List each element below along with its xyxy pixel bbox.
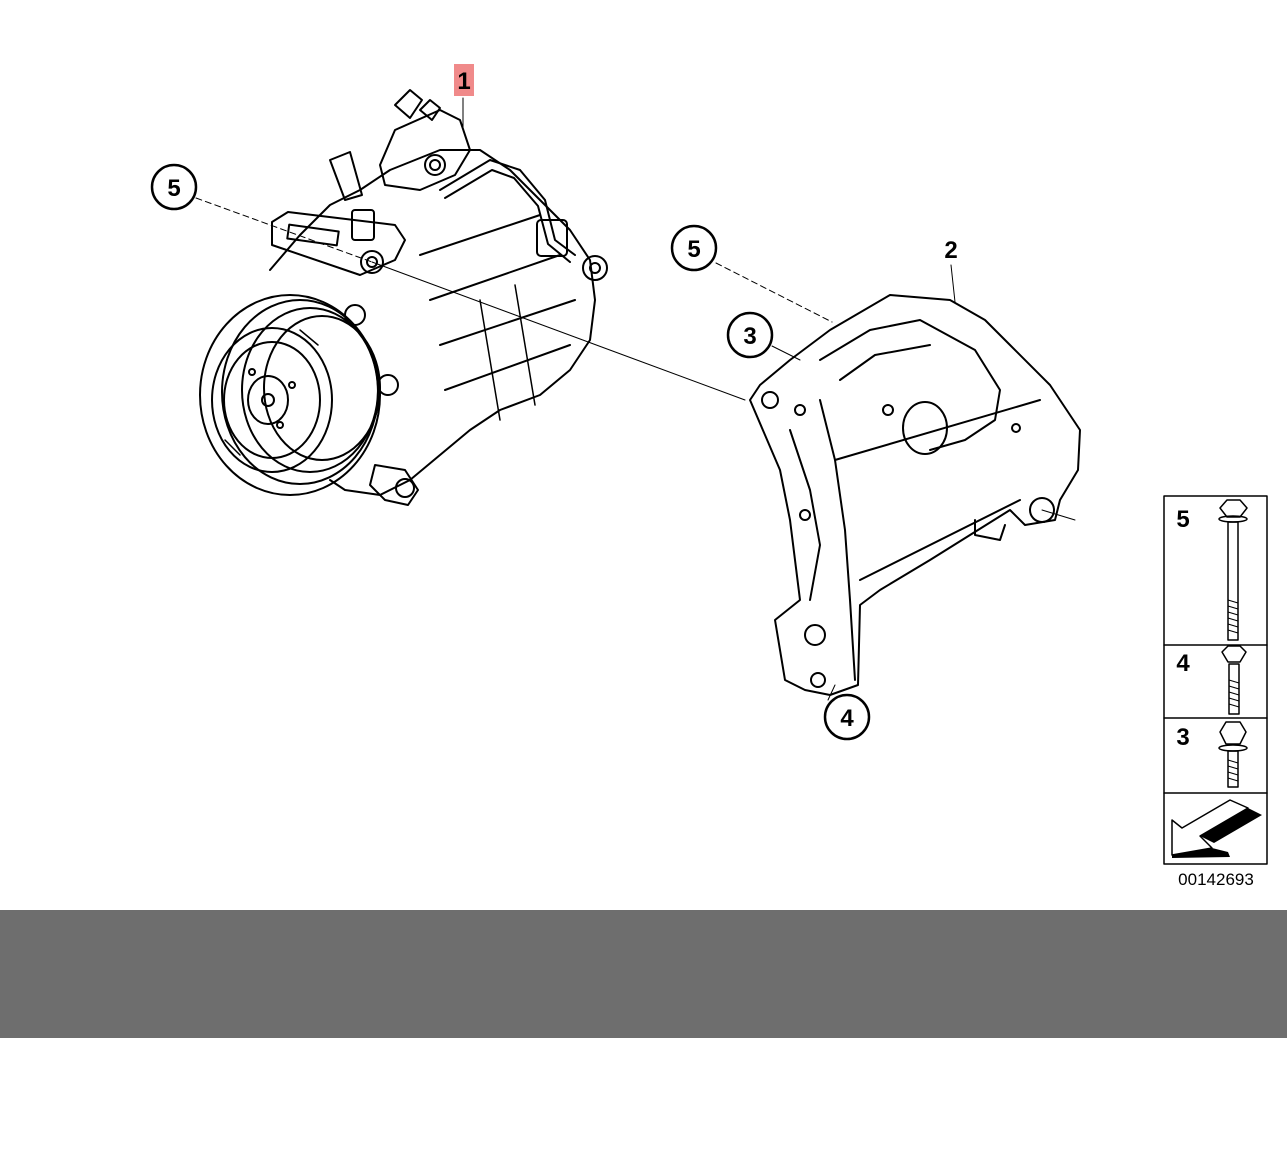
callout-3: 3 [726,311,774,359]
legend-row-4: 4 [1176,645,1247,715]
legend-row-4-number: 4 [1176,650,1190,677]
callout-4-label: 4 [840,705,854,732]
legend-row-5-number: 5 [1176,506,1189,533]
callout-5-right: 5 [670,224,718,272]
direction-arrow-icon [1171,799,1262,858]
parts-diagram: 1 5 5 2 3 4 5 [150,64,1268,889]
callout-1: 1 [454,64,474,96]
ac-compressor-drawing [199,89,608,506]
medium-bolt-icon [1221,645,1247,715]
long-bolt-icon [1218,499,1248,641]
legend-row-3-number: 3 [1176,724,1189,751]
callout-2: 2 [944,237,957,264]
callout-2-label: 2 [944,237,957,264]
part-number-footer: BMW - 64 50 9 180 550 N - 01 [0,910,1287,1130]
callout-5-right-label: 5 [687,236,700,263]
callout-5-left-label: 5 [167,175,180,202]
callout-1-label: 1 [457,68,470,95]
callout-3-label: 3 [743,323,756,350]
fastener-legend: 5 4 3 [1163,495,1268,865]
callout-4: 4 [823,693,871,741]
short-bolt-icon [1218,721,1248,788]
footer-part-text: BMW - 64 50 9 180 550 N - 01 [283,1074,1032,1130]
legend-row-3: 3 [1176,721,1248,788]
leader-lines [195,97,1076,701]
diagram-canvas: 1 5 5 2 3 4 5 [150,64,1268,889]
legend-row-5: 5 [1176,499,1248,641]
drawing-number: 00142693 [1178,870,1254,889]
callout-5-left: 5 [150,163,198,211]
bracket-drawing [749,294,1081,696]
